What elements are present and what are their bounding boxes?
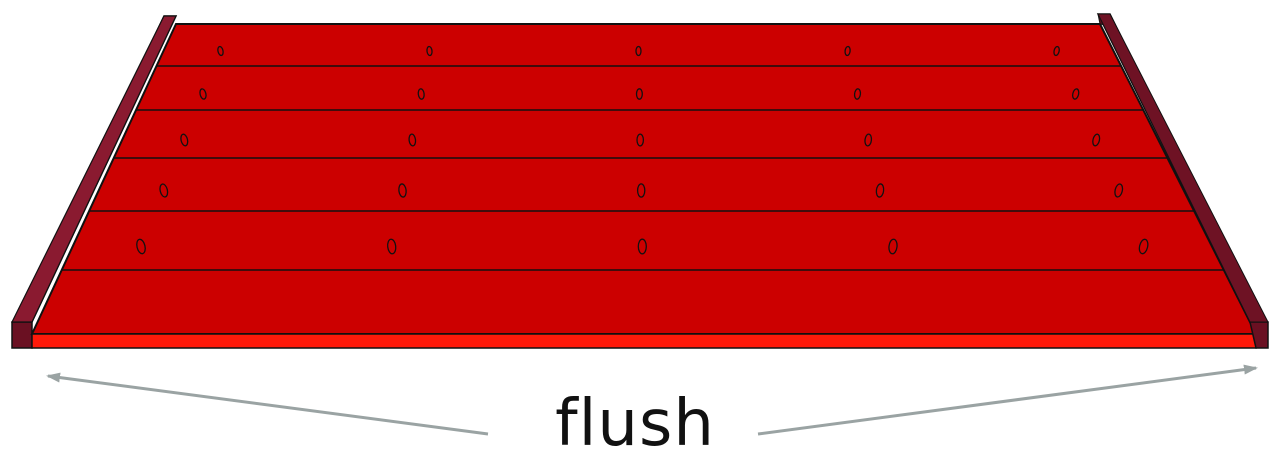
board-seams <box>61 65 1224 271</box>
flush-caption: flush <box>555 387 715 461</box>
screw-hole <box>426 45 433 57</box>
screw-hole <box>386 238 397 255</box>
screw-hole <box>1053 45 1060 57</box>
left-rail-side <box>11 15 177 323</box>
screw-hole <box>1071 88 1080 100</box>
screw-hole <box>398 183 407 198</box>
left-rail-front <box>11 321 33 349</box>
screw-hole <box>199 88 207 100</box>
right-arrow <box>757 364 1258 436</box>
screw-hole <box>635 45 642 57</box>
screw-hole <box>636 183 646 198</box>
deck-front-edge <box>31 333 1257 349</box>
screw-hole <box>853 88 862 100</box>
screw-hole <box>864 133 873 147</box>
screw-holes <box>136 45 1149 255</box>
right-rail-inner <box>1097 13 1269 323</box>
screw-hole <box>888 238 898 255</box>
screw-hole <box>844 45 851 57</box>
screw-hole <box>136 238 146 255</box>
screw-hole <box>180 133 189 147</box>
screw-hole <box>408 133 417 147</box>
right-side-rail <box>1096 13 1269 349</box>
screw-hole <box>1114 183 1124 198</box>
left-arrow <box>46 372 489 436</box>
left-side-rail <box>11 15 178 349</box>
screw-hole <box>417 88 425 100</box>
deck-top <box>30 23 1258 335</box>
screw-hole <box>1092 133 1101 147</box>
screw-hole <box>1138 238 1149 255</box>
screw-hole <box>217 45 224 57</box>
screw-hole <box>635 88 643 100</box>
screw-hole <box>637 238 647 255</box>
deck-surface <box>30 23 1258 349</box>
screw-hole <box>636 133 645 147</box>
screw-hole <box>875 183 885 198</box>
screw-hole <box>159 183 169 198</box>
